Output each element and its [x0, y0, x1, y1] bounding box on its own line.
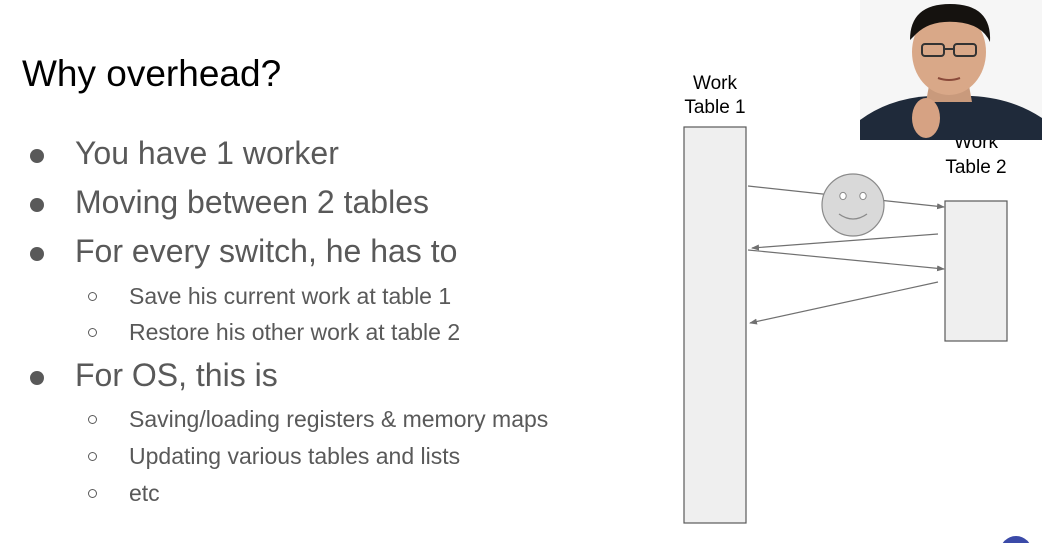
bullet-text: Save his current work at table 1: [129, 283, 452, 309]
bullet-text: For every switch, he has to: [75, 233, 458, 269]
bullet-text: Updating various tables and lists: [129, 443, 461, 469]
work-table-1: [683, 126, 747, 524]
bullet-list: You have 1 worker Moving between 2 table…: [30, 134, 549, 508]
bullet-dot-icon: [30, 371, 44, 385]
presenter-webcam: [860, 0, 1042, 140]
bullet-ring-icon: [88, 489, 97, 498]
sub-bullet-item: Updating various tables and lists: [88, 441, 461, 471]
bullet-text: Moving between 2 tables: [75, 184, 429, 220]
sub-bullet-item: Save his current work at table 1: [88, 281, 452, 311]
bullet-ring-icon: [88, 328, 97, 337]
presenter-image: [860, 0, 1042, 140]
bullet-item: You have 1 worker: [30, 134, 339, 172]
bullet-text: For OS, this is: [75, 357, 278, 393]
arrow-to-table1: [749, 281, 939, 325]
bullet-text: Saving/loading registers & memory maps: [129, 406, 549, 432]
slide-title: Why overhead?: [22, 53, 282, 94]
bullet-ring-icon: [88, 415, 97, 424]
sub-bullet-item: Restore his other work at table 2: [88, 317, 461, 347]
corner-badge-icon: [1000, 536, 1032, 543]
sub-bullet-item: etc: [88, 478, 160, 508]
bullet-item: For OS, this is: [30, 356, 278, 394]
bullet-text: Restore his other work at table 2: [129, 319, 461, 345]
bullet-dot-icon: [30, 149, 44, 163]
bullet-dot-icon: [30, 198, 44, 212]
arrow-to-table2: [747, 249, 945, 272]
bullet-ring-icon: [88, 452, 97, 461]
bullet-dot-icon: [30, 247, 44, 261]
table2-label-line2: Table 2: [945, 157, 1006, 178]
bullet-item: Moving between 2 tables: [30, 183, 429, 221]
bullet-item: For every switch, he has to: [30, 232, 458, 270]
bullet-text: You have 1 worker: [75, 135, 339, 171]
arrow-to-table1: [751, 233, 939, 251]
bullet-ring-icon: [88, 292, 97, 301]
smiley-face-icon: [821, 173, 885, 237]
table1-label-line2: Table 1: [684, 97, 745, 118]
bullet-text: etc: [129, 480, 160, 506]
sub-bullet-item: Saving/loading registers & memory maps: [88, 404, 549, 434]
table1-label-line1: Work: [693, 73, 737, 94]
work-table-2: [944, 200, 1008, 342]
